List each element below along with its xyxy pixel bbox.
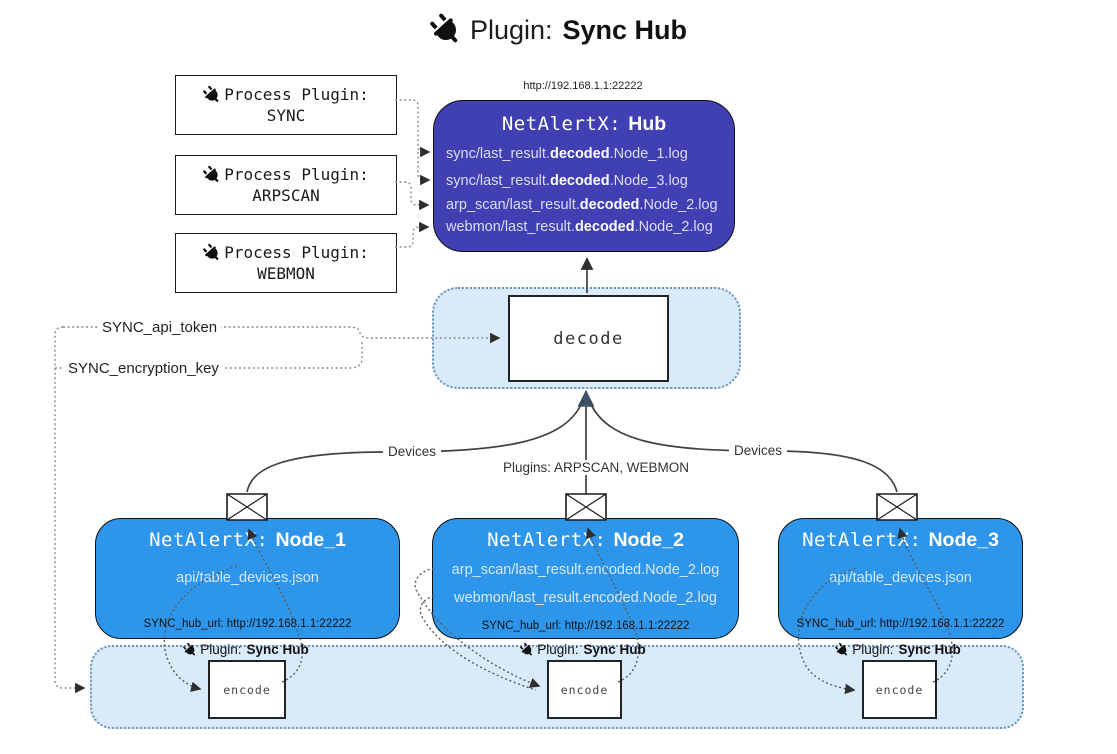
node-title: NetAlertX:Node_2: [487, 529, 684, 551]
hub-node: NetAlertX: Hub sync/last_result.decoded.N…: [433, 100, 735, 252]
encoder-plugin-label: Plugin:Sync Hub: [503, 642, 663, 657]
title-name: Sync Hub: [562, 14, 688, 45]
envelope-icon: [565, 493, 607, 521]
encode-box-3: encode: [862, 660, 937, 719]
node-hub-url: SYNC_hub_url: http://192.168.1.1:22222: [796, 618, 1005, 630]
sync-api-token-label: SYNC_api_token: [98, 319, 222, 336]
plugin-to-hub-connectors: [395, 99, 431, 248]
hub-title-name: Hub: [628, 113, 667, 135]
envelope-icon: [876, 493, 918, 521]
device-edges: [246, 399, 898, 493]
edge-label-devices-left: Devices: [383, 444, 442, 459]
process-plugin-label: Process Plugin:: [224, 85, 369, 104]
process-plugin-name: SYNC: [266, 106, 306, 125]
process-plugin-label: Process Plugin:: [224, 165, 369, 184]
plug-icon: [423, 7, 468, 52]
hub-file-line: sync/last_result.decoded.Node_1.log: [446, 146, 688, 162]
process-plugin-name: WEBMON: [257, 264, 315, 283]
node-hub-url: SYNC_hub_url: http://192.168.1.1:22222: [481, 620, 690, 632]
encode-box-2: encode: [547, 660, 622, 719]
hub-url-label: http://192.168.1.1:22222: [523, 80, 643, 92]
plug-icon: [832, 640, 852, 660]
encode-box-1: encode: [208, 660, 286, 719]
process-plugin-webmon: Process Plugin: WEBMON: [175, 233, 397, 293]
process-plugin-arpscan: Process Plugin: ARPSCAN: [175, 155, 397, 215]
encoder-plugin-label: Plugin:Sync Hub: [818, 642, 978, 657]
page-title: Plugin: Sync Hub: [0, 14, 1117, 46]
node-title: NetAlertX:Node_3: [802, 529, 999, 551]
plug-icon: [517, 640, 537, 660]
edge-label-devices-right: Devices: [729, 443, 788, 458]
node-file-line: webmon/last_result.encoded.Node_2.log: [454, 590, 717, 606]
title-prefix: Plugin:: [469, 14, 553, 45]
hub-file-line: arp_scan/last_result.decoded.Node_2.log: [446, 197, 718, 213]
node-file-line: api/table_devices.json: [829, 570, 972, 586]
node-hub-url: SYNC_hub_url: http://192.168.1.1:22222: [143, 618, 352, 630]
envelope-icon: [226, 493, 268, 521]
plug-icon: [180, 640, 200, 660]
node-2: NetAlertX:Node_2 arp_scan/last_result.en…: [432, 518, 739, 639]
edge-label-plugins: Plugins: ARPSCAN, WEBMON: [498, 460, 695, 475]
process-plugin-name: ARPSCAN: [252, 186, 320, 205]
hub-file-line: webmon/last_result.decoded.Node_2.log: [446, 219, 713, 235]
process-plugin-label: Process Plugin:: [224, 243, 369, 262]
process-plugin-sync: Process Plugin: SYNC: [175, 75, 397, 135]
plug-icon: [200, 162, 225, 187]
node-title: NetAlertX:Node_1: [149, 529, 346, 551]
sync-encryption-key-label: SYNC_encryption_key: [64, 360, 223, 377]
hub-title: NetAlertX: Hub: [434, 113, 734, 136]
decode-box: decode: [508, 295, 669, 382]
plug-icon: [200, 82, 225, 107]
plug-icon: [200, 240, 225, 265]
hub-title-prefix: NetAlertX:: [501, 113, 622, 135]
node-1: NetAlertX:Node_1 api/table_devices.json …: [95, 518, 400, 639]
node-file-line: api/table_devices.json: [176, 570, 319, 586]
encoder-plugin-label: Plugin:Sync Hub: [166, 642, 326, 657]
hub-file-line: sync/last_result.decoded.Node_3.log: [446, 173, 688, 189]
node-file-line: arp_scan/last_result.encoded.Node_2.log: [451, 562, 720, 578]
node-3: NetAlertX:Node_3 api/table_devices.json …: [778, 518, 1023, 639]
